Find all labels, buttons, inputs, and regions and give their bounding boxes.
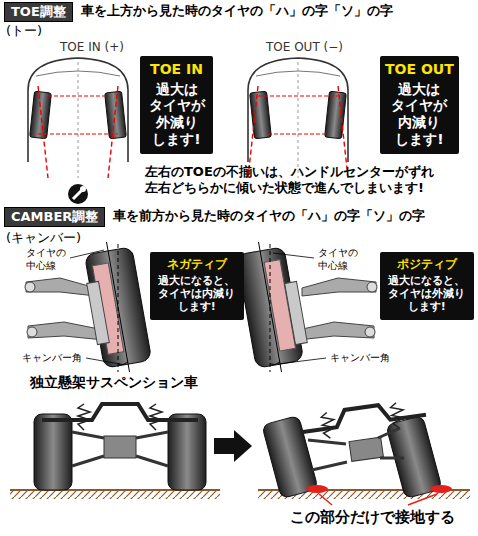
spring [321, 412, 337, 439]
lower-arm [298, 322, 374, 340]
arm [136, 432, 168, 438]
figure-label: TOE OUT (−) [266, 40, 343, 55]
tire [105, 91, 127, 139]
ground [10, 490, 220, 499]
spring [78, 404, 90, 430]
leader-line [408, 494, 437, 505]
bushing [367, 282, 377, 292]
car-centerline [298, 62, 299, 178]
figure-label: TOE IN (+) [60, 40, 124, 55]
spring [150, 404, 162, 430]
toe-measure [258, 96, 338, 97]
upper-arm [302, 278, 376, 296]
callout-body: 過大は タイヤが 内減り します! [388, 81, 451, 148]
body-group [299, 399, 431, 468]
arm [72, 432, 104, 438]
callout-title: TOE IN [145, 61, 208, 79]
callout-text: この部分だけで接地する [290, 508, 455, 527]
note-text: 左右のTOEの不揃いは、ハンドルセンターがずれ 左右どちらかに傾いた状態で進んで… [145, 164, 445, 197]
wrench-icon [73, 190, 82, 199]
arm [380, 457, 404, 460]
part-label: タイヤの 中心線 [318, 247, 361, 272]
upper-arm [26, 278, 96, 296]
tire [30, 91, 52, 139]
arrow [214, 430, 252, 462]
arm [308, 440, 346, 444]
toe-measure [48, 96, 108, 97]
arm [136, 456, 168, 466]
arm [72, 456, 104, 466]
callout-title: ネガティブ [155, 257, 239, 272]
tire-centerline [107, 242, 130, 372]
callout-title: TOE OUT [385, 61, 454, 79]
section-heading-box: CAMBER調整 [4, 207, 105, 227]
callout-body: 過大になると、 タイヤは外減り します! [385, 274, 469, 314]
tire-line [38, 86, 48, 178]
callout-body: 過大は タイヤが 外減り します! [145, 81, 208, 148]
section-heading-box: TOE調整 [4, 2, 73, 22]
bushing [25, 282, 35, 292]
wrench-icon [80, 186, 86, 192]
warning-callout: ネガティブ過大になると、 タイヤは内減り します! [150, 252, 244, 320]
wrench-icon [68, 184, 88, 204]
car-body [299, 399, 426, 432]
bushing [27, 327, 37, 337]
section-subtitle: 車を上方から見た時のタイヤの「ハ」の字「ソ」の字 [81, 3, 393, 19]
figure-title: 独立懸架サスペンション車 [30, 374, 198, 392]
section-subtitle: 車を前方から見た時のタイヤの「ハ」の字「ソ」の字 [113, 208, 425, 224]
lower-arm [28, 322, 104, 340]
warning-callout: TOE OUT 過大は タイヤが 内減り します! [380, 56, 459, 154]
section-reading: (キャンバー) [6, 230, 81, 246]
toe-measure [268, 134, 328, 135]
heading-text: CAMBER調整 [11, 209, 98, 225]
part-label: タイヤの 中心線 [26, 247, 69, 272]
leader-line [70, 250, 104, 258]
arm [312, 462, 347, 470]
leader-line [86, 358, 120, 364]
tire [34, 414, 72, 490]
spring [390, 402, 406, 429]
leader-line [273, 253, 314, 258]
tire [168, 414, 206, 490]
callout-title: ポジティブ [385, 257, 469, 272]
part-label: キャンバー角 [22, 352, 82, 365]
tire-centerline [259, 242, 282, 372]
part-label: キャンバー角 [330, 352, 390, 365]
subframe [104, 436, 136, 458]
bushing [365, 327, 375, 337]
tire [325, 91, 347, 139]
callout-body: 過大になると、 タイヤは内減り します! [155, 274, 239, 314]
section-reading: (トー) [6, 23, 42, 39]
contact-patch [306, 485, 328, 493]
leader-line [319, 494, 332, 505]
car-body [42, 404, 198, 420]
subframe [349, 437, 383, 461]
knuckle [87, 281, 110, 344]
leader-line [278, 358, 326, 364]
arm [378, 428, 400, 438]
knuckle [285, 281, 308, 344]
contact-patch [430, 485, 452, 493]
tire-line [108, 86, 118, 178]
warning-callout: TOE IN 過大は タイヤが 外減り します! [140, 56, 213, 154]
car-centerline [78, 62, 79, 178]
tire [250, 91, 272, 139]
toe-measure [38, 134, 118, 135]
heading-text: TOE調整 [11, 4, 66, 20]
warning-callout: ポジティブ過大になると、 タイヤは外減り します! [380, 252, 474, 320]
